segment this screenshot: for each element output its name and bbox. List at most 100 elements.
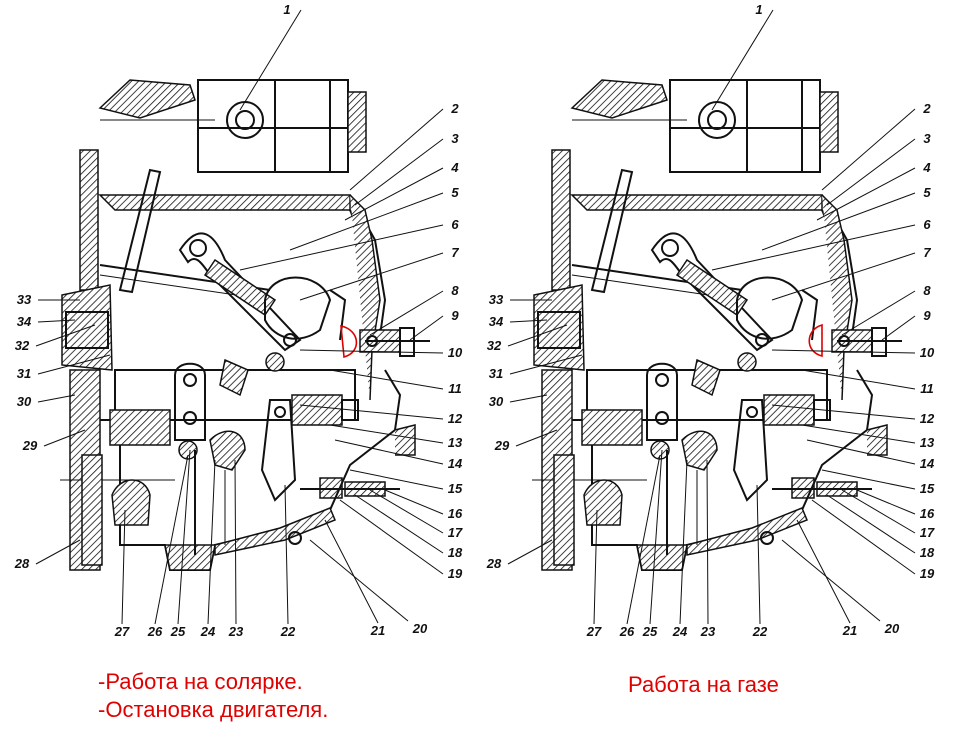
leader-line	[239, 9, 302, 111]
leader-line	[35, 539, 81, 565]
callout-number-27: 27	[114, 624, 130, 639]
callout-number-29: 29	[22, 438, 38, 453]
leader-line	[35, 324, 96, 347]
leader-line	[289, 192, 444, 251]
callout-number-17: 17	[920, 525, 935, 540]
leader-line	[37, 354, 111, 375]
callout-number-18: 18	[920, 545, 935, 560]
leader-line	[369, 290, 444, 336]
callout-number-6: 6	[923, 217, 931, 232]
leader-line	[856, 489, 916, 515]
callout-number-20: 20	[412, 621, 428, 636]
callout-number-12: 12	[448, 411, 463, 426]
leader-line	[821, 469, 916, 490]
leader-line	[324, 519, 379, 624]
leader-line	[679, 459, 688, 625]
leader-line	[509, 319, 548, 323]
leader-line	[234, 459, 237, 625]
callout-number-10: 10	[920, 345, 935, 360]
callout-number-34: 34	[489, 314, 504, 329]
callout-number-25: 25	[170, 624, 186, 639]
callout-number-23: 23	[700, 624, 716, 639]
leader-line	[329, 424, 444, 444]
highlight-mark-right	[808, 323, 823, 358]
leader-line	[37, 394, 76, 403]
callout-number-5: 5	[923, 185, 931, 200]
leader-line	[649, 449, 663, 625]
leader-line	[239, 224, 444, 271]
callout-number-24: 24	[200, 624, 216, 639]
callout-number-9: 9	[451, 308, 459, 323]
leader-line	[796, 519, 851, 624]
callout-number-14: 14	[448, 456, 463, 471]
callout-number-26: 26	[619, 624, 635, 639]
leader-line	[801, 369, 916, 390]
callout-number-3: 3	[923, 131, 931, 146]
leader-line	[284, 484, 289, 625]
callout-number-2: 2	[922, 101, 931, 116]
callout-number-22: 22	[752, 624, 768, 639]
leader-line	[507, 324, 568, 347]
caption-diesel-line-1: -Работа на солярке.	[98, 669, 303, 694]
diagram-diesel-mode	[59, 79, 431, 571]
callout-number-11: 11	[920, 381, 934, 396]
callout-number-4: 4	[922, 160, 931, 175]
leader-line	[43, 429, 86, 447]
callout-number-19: 19	[448, 566, 463, 581]
leader-line	[354, 138, 444, 206]
leader-line	[881, 315, 916, 341]
leader-line	[509, 354, 583, 375]
callout-number-29: 29	[494, 438, 510, 453]
callout-number-5: 5	[451, 185, 459, 200]
callout-number-13: 13	[448, 435, 463, 450]
leader-line	[409, 315, 444, 341]
callout-number-33: 33	[17, 292, 32, 307]
callout-number-23: 23	[228, 624, 244, 639]
leader-line	[761, 192, 916, 251]
leader-line	[811, 499, 916, 575]
leader-line	[826, 138, 916, 206]
callout-number-15: 15	[448, 481, 463, 496]
leader-line	[354, 494, 444, 554]
leader-line	[384, 489, 444, 515]
callout-number-1: 1	[283, 2, 290, 17]
leader-line	[771, 252, 916, 301]
callout-number-30: 30	[17, 394, 32, 409]
leader-line	[626, 454, 661, 625]
leader-line	[806, 439, 916, 465]
callout-number-31: 31	[17, 366, 31, 381]
diagram-gas-mode	[531, 79, 903, 571]
leader-line	[706, 459, 709, 625]
leader-line	[177, 449, 191, 625]
callout-number-1: 1	[755, 2, 762, 17]
caption-gas: Работа на газе	[628, 672, 779, 697]
leader-line	[515, 429, 558, 447]
leader-line	[771, 349, 916, 354]
leader-line	[507, 539, 553, 565]
callout-number-28: 28	[14, 556, 30, 571]
callout-number-17: 17	[448, 525, 463, 540]
leader-line	[711, 224, 916, 271]
callout-number-8: 8	[923, 283, 931, 298]
caption-diesel-line-2: -Остановка двигателя.	[98, 697, 329, 722]
leader-line	[801, 424, 916, 444]
callout-number-16: 16	[920, 506, 935, 521]
leader-line	[821, 108, 916, 191]
leader-line	[309, 539, 409, 622]
callout-number-6: 6	[451, 217, 459, 232]
callout-number-16: 16	[448, 506, 463, 521]
leader-line	[334, 439, 444, 465]
callout-number-31: 31	[489, 366, 503, 381]
callout-number-33: 33	[489, 292, 504, 307]
callouts-right: 1234567891011121314151617181920212223242…	[486, 2, 935, 639]
leader-line	[349, 469, 444, 490]
leader-line	[369, 489, 444, 534]
callout-number-18: 18	[448, 545, 463, 560]
callout-number-4: 4	[450, 160, 459, 175]
leader-line	[756, 484, 761, 625]
callout-number-28: 28	[486, 556, 502, 571]
callout-number-30: 30	[489, 394, 504, 409]
leader-line	[299, 349, 444, 354]
leader-line	[299, 404, 444, 420]
leader-line	[781, 539, 881, 622]
